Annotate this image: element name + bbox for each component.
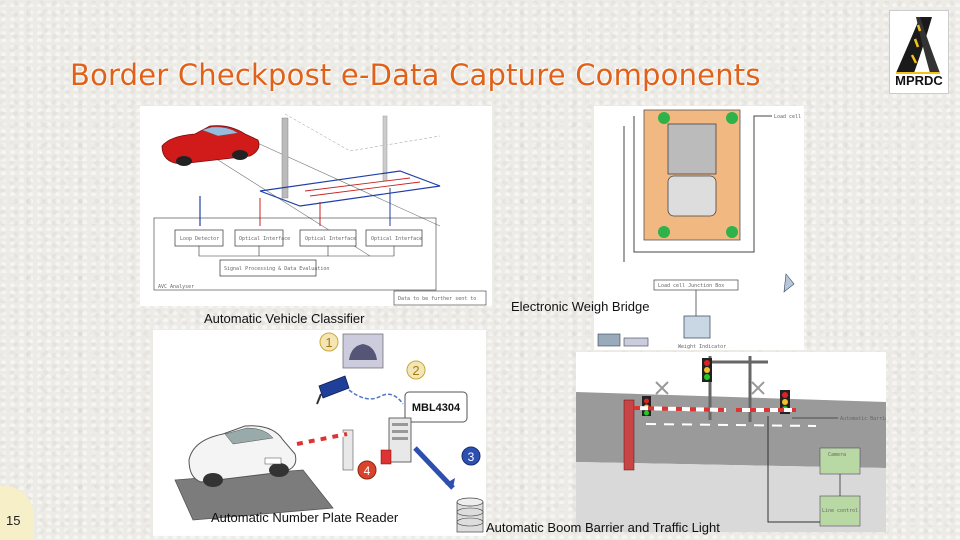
svg-text:Optical Interface: Optical Interface [371,236,422,242]
step-3-label: 3 [468,450,475,464]
svg-text:Load cell Junction Box: Load cell Junction Box [658,283,724,289]
traffic-light-icon [702,358,712,382]
svg-text:Load cell: Load cell [774,114,801,120]
road-logo-icon [896,17,940,74]
step-4-badge: 4 [357,460,377,480]
caption-boom-barrier: Automatic Boom Barrier and Traffic Light [486,520,720,535]
step-1-badge: 1 [319,332,339,352]
plate-number: MBL4304 [412,402,461,414]
boom-barrier-arm [623,399,727,471]
svg-text:Optical Interface: Optical Interface [305,236,356,242]
red-car-icon [161,125,260,166]
svg-text:Line control: Line control [822,508,858,514]
slide-title: Border Checkpost e-Data Capture Componen… [70,58,761,92]
svg-text:Loop Detector: Loop Detector [180,236,219,242]
svg-text:Signal Processing & Data Evalu: Signal Processing & Data Evaluation [224,266,329,272]
svg-text:AVC Analyser: AVC Analyser [158,284,194,290]
anpr-diagram: 1 2 3 4 MBL4304 [153,330,486,536]
camera-icon [316,375,350,405]
weighbridge-diagram: Load cell Load cell Junction Box Weight … [594,106,804,350]
white-car-icon [188,425,297,487]
page-number: 15 [6,513,21,528]
server-icon [380,417,412,465]
svg-text:Automatic Barrier: Automatic Barrier [840,416,886,422]
svg-text:Camera: Camera [828,452,846,458]
boom-barrier-diagram: Automatic Barrier Camera Line control [576,352,891,532]
step-2-label: 2 [412,363,419,378]
load-cell-icon [658,226,670,238]
truck-icon [667,123,717,217]
weight-indicator-icon [683,315,711,339]
load-cell-icon [658,112,670,124]
load-cell-icon [726,112,738,124]
computer-icon [597,333,649,347]
step-2-badge: 2 [406,360,426,380]
traffic-light-icon [642,396,651,416]
caption-avc: Automatic Vehicle Classifier [204,311,365,326]
logo-text: MPRDC [895,73,943,88]
organization-logo: MPRDC [889,10,949,94]
svg-text:Data to be further sent to: Data to be further sent to [398,296,476,302]
avc-diagram: Loop Detector Optical Interface Optical … [140,106,492,306]
step-1-label: 1 [325,335,332,350]
step-3-badge: 3 [461,446,481,466]
step-4-label: 4 [364,464,371,478]
antenna-icon [783,273,795,293]
database-icon [456,497,484,533]
boom-barrier-icon [296,429,354,471]
caption-anpr: Automatic Number Plate Reader [211,510,399,525]
caption-weighbridge: Electronic Weigh Bridge [511,299,650,314]
load-cell-icon [726,226,738,238]
svg-text:Weight Indicator: Weight Indicator [678,344,726,350]
svg-text:Optical Interface: Optical Interface [239,236,290,242]
